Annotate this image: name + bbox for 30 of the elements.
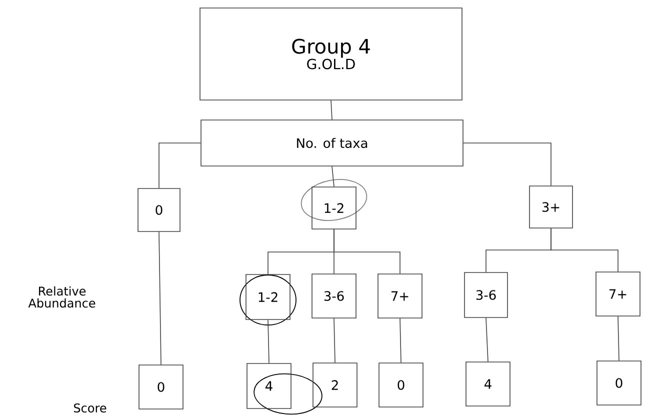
connector-line — [618, 316, 620, 361]
connector-line — [550, 228, 618, 272]
connector-line — [463, 142, 552, 186]
score-box: 0 — [138, 364, 184, 410]
abundance-box: 3-6 — [312, 274, 356, 318]
connector-line — [158, 142, 201, 188]
connector-line — [330, 100, 332, 120]
connector-line — [400, 318, 402, 363]
taxa-count-box: 1-2 — [312, 186, 356, 230]
taxa-count-box: 3+ — [529, 186, 573, 228]
connector-line — [486, 318, 488, 362]
row-label: Score — [74, 403, 106, 413]
connector-line — [334, 318, 336, 363]
abundance-box: 3-6 — [464, 272, 508, 318]
abundance-box: 7+ — [378, 274, 422, 318]
connector-line — [332, 166, 334, 187]
connector-line — [268, 320, 270, 364]
abundance-box: 7+ — [596, 272, 640, 316]
abundance-box: 1-2 — [246, 274, 290, 320]
score-box: 0 — [596, 360, 642, 406]
title-box: Group 4 G.OL.D — [200, 8, 462, 100]
score-box: 0 — [378, 362, 424, 408]
score-box: 2 — [312, 362, 358, 408]
category-box: No. of taxa — [200, 120, 464, 166]
score-box: 4 — [466, 362, 510, 406]
score-box: 4 — [246, 363, 292, 409]
taxa-count-box: 0 — [138, 188, 180, 232]
row-label: Relative Abundance — [28, 286, 96, 308]
connector-line — [158, 232, 162, 365]
connector-line — [334, 229, 400, 274]
